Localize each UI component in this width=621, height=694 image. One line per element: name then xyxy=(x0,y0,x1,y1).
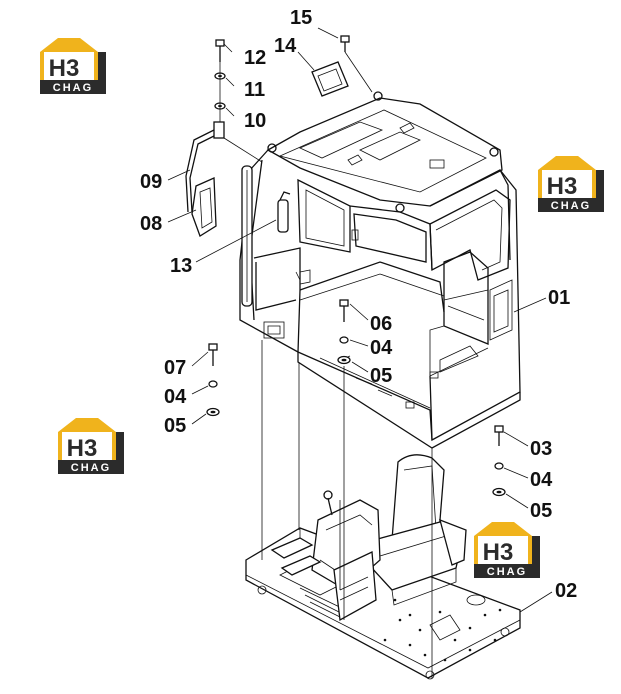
callout-08: 08 xyxy=(140,213,162,235)
bolt-03 xyxy=(494,425,504,446)
logo-top-left: H3 CHAG xyxy=(40,38,106,94)
roof-hatch-glass xyxy=(311,61,349,97)
logo-mark-text: H3 xyxy=(67,435,98,462)
callout-03: 03 xyxy=(530,438,552,460)
handrail xyxy=(185,121,225,213)
fire-extinguisher xyxy=(277,191,291,233)
callout-11: 11 xyxy=(244,79,265,101)
logo-mark-text: H3 xyxy=(547,173,578,200)
logo-mark-text: H3 xyxy=(483,539,514,566)
logo-word-text: CHAG xyxy=(551,200,591,212)
logo-mid-left: H3 CHAG xyxy=(58,418,124,474)
assembly-lines xyxy=(219,51,433,678)
washer-04-left xyxy=(208,380,218,388)
bolt-15 xyxy=(340,35,350,52)
bolt-07 xyxy=(208,343,218,366)
operator-seat xyxy=(369,454,467,606)
washer-05-left xyxy=(206,407,220,417)
left-control-console xyxy=(311,490,381,622)
callout-04-center: 04 xyxy=(370,337,393,359)
washer-04-center xyxy=(339,336,349,344)
cab-shell xyxy=(239,91,521,449)
logo-top-right: H3 CHAG xyxy=(538,156,604,212)
callout-14: 14 xyxy=(274,35,297,57)
callout-12: 12 xyxy=(244,47,266,69)
logo-word-text: CHAG xyxy=(487,566,527,578)
callout-04-left: 04 xyxy=(164,386,187,408)
callout-05-right: 05 xyxy=(530,500,552,522)
logo-bottom-right: H3 CHAG xyxy=(474,522,540,578)
callout-05-center: 05 xyxy=(370,365,392,387)
leader-lines xyxy=(167,27,553,613)
callout-02: 02 xyxy=(555,580,577,602)
bolt-06 xyxy=(339,299,349,322)
bolt-12 xyxy=(215,39,225,62)
callout-01: 01 xyxy=(548,287,570,309)
callout-04-right: 04 xyxy=(530,469,553,491)
callout-15: 15 xyxy=(290,7,312,29)
washer-05-center xyxy=(337,355,351,365)
washer-04-right xyxy=(494,462,504,470)
logo-word-text: CHAG xyxy=(53,82,93,94)
handrail-cylinder xyxy=(241,165,253,307)
callout-06: 06 xyxy=(370,313,392,335)
callout-13: 13 xyxy=(170,255,192,277)
logo-word-text: CHAG xyxy=(71,462,111,474)
callout-05-left: 05 xyxy=(164,415,186,437)
rear-view-mirror xyxy=(191,177,217,237)
washer-05-right xyxy=(492,487,506,497)
logo-mark-text: H3 xyxy=(49,55,80,82)
callout-07: 07 xyxy=(164,357,186,379)
callout-labels: 15 14 12 11 10 09 08 13 01 06 04 05 07 0… xyxy=(140,7,577,602)
callout-09: 09 xyxy=(140,171,162,193)
floor-plate-holes xyxy=(383,598,502,662)
callout-10: 10 xyxy=(244,110,266,132)
floor-pedals xyxy=(270,537,322,576)
